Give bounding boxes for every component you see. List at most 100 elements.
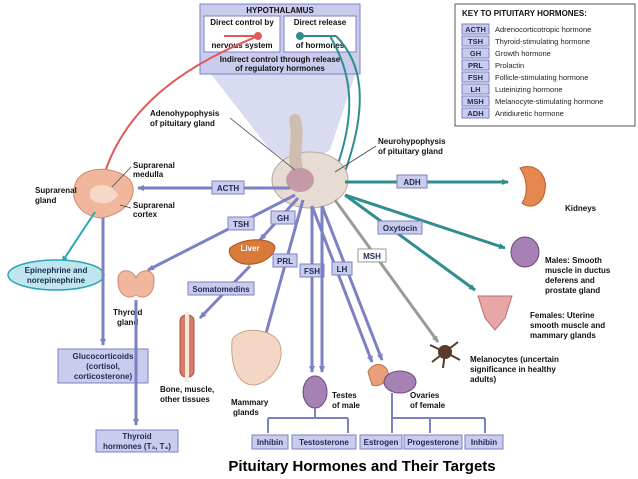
msh-tag (357, 248, 387, 263)
suprarenal-cortex-label-2: cortex (133, 210, 158, 219)
fsh-tag (299, 263, 325, 278)
hypothalamus-funnel (200, 60, 360, 170)
inhibin-female-text: Inhibin (471, 438, 497, 447)
key-abbr-box (461, 23, 490, 35)
adenohypophysis-label-1: Adenohypophysis (150, 109, 220, 118)
gh-tag-text: GH (277, 214, 289, 223)
direct-control-box (203, 15, 281, 53)
key-abbr-box (461, 59, 490, 71)
progesterone-box (403, 434, 463, 450)
females-label-3: mammary glands (530, 331, 596, 340)
melanocytes-label-2: significance in healthy (470, 365, 556, 374)
key-abbr-box (461, 71, 490, 83)
mammary-shape (231, 329, 282, 386)
prl-tag (272, 253, 298, 268)
uterine-tube-shape (367, 364, 389, 387)
fsh-tag-text: FSH (304, 267, 320, 276)
males-label-1: Males: Smooth (545, 256, 602, 265)
thyroid-hormones-box (95, 429, 179, 453)
males-label-3: deferens and (545, 276, 595, 285)
adh-tag (396, 174, 428, 189)
direct-control-text-2: nervous system (212, 41, 273, 50)
kidney-shape (519, 166, 546, 207)
gluco-label-1: Glucocorticoids (73, 352, 134, 361)
direct-release-text-1: Direct release (294, 18, 347, 27)
melanocytes-label-3: adults) (470, 375, 497, 384)
mammary-label-1: Mammary (231, 398, 269, 407)
bone-muscle-icon (179, 312, 195, 382)
thyroid-label-1: Thyroid (113, 308, 142, 317)
adenohypophysis-core (286, 168, 314, 192)
estrogen-box (359, 434, 403, 450)
neuro-leader (334, 145, 377, 173)
liver-label: Liver (240, 244, 259, 253)
key-abbr-box (461, 35, 490, 47)
key-abbr: ADH (467, 109, 483, 118)
ovaries-label-1: Ovaries (410, 391, 440, 400)
key-definition: Thyroid-stimulating hormone (495, 37, 590, 46)
females-label-1: Females: Uterine (530, 311, 595, 320)
key-abbr-box (461, 95, 490, 107)
infundibulum (289, 114, 306, 181)
neurohypophysis-label-2: of pituitary gland (378, 147, 443, 156)
diagram-caption: Pituitary Hormones and Their Targets (228, 458, 495, 475)
inhibin-male-box (251, 434, 289, 450)
testes-label-1: Testes (332, 391, 357, 400)
mammary-label-2: glands (233, 408, 259, 417)
testosterone-box (291, 434, 357, 450)
melanocyte-icon (429, 341, 461, 369)
uterus-shape (477, 295, 513, 331)
gh-tag (270, 210, 296, 225)
teal-tract-1 (335, 35, 361, 181)
thyroid-label-2: gland (117, 318, 138, 327)
ovaries-label-2: of female (410, 401, 446, 410)
epinephrine-bubble (7, 259, 105, 291)
gluco-label-2: (cortisol, (86, 362, 120, 371)
thyroid-hormones-label-1: Thyroid (122, 432, 151, 441)
key-abbr: FSH (468, 73, 483, 82)
females-label-2: smooth muscle and (530, 321, 605, 330)
testes-shape (302, 375, 328, 409)
epinephrine-label-2: norepinephrine (27, 276, 86, 285)
key-abbr: GH (470, 49, 481, 58)
lh-arrow-ovaries (320, 205, 384, 361)
indirect-text-1: Indirect control through release (220, 55, 341, 64)
key-title: KEY TO PITUITARY HORMONES: (462, 9, 587, 18)
acth-tag (211, 180, 245, 195)
liver-shape (228, 239, 276, 265)
cortex-leader (119, 204, 132, 209)
progesterone-text: Progesterone (407, 438, 459, 447)
key-abbr-box (461, 47, 490, 59)
key-definition: Melanocyte-stimulating hormone (495, 97, 603, 106)
adh-tag-text: ADH (403, 178, 421, 187)
suprarenal-medulla-label-2: medulla (133, 170, 164, 179)
glucocorticoids-box (57, 348, 149, 384)
melanocytes-label-1: Melanocytes (uncertain (470, 355, 559, 364)
hypothalamus-title: HYPOTHALAMUS (246, 6, 314, 15)
gluco-label-3: corticosterone) (74, 372, 133, 381)
suprarenal-gland-label-1: Suprarenal (35, 186, 77, 195)
lh-tag (331, 261, 353, 276)
key-definition: Prolactin (495, 61, 524, 70)
key-abbr-box (461, 83, 490, 95)
somatomedins-tag (187, 281, 255, 296)
prl-tag-text: PRL (277, 257, 293, 266)
direct-release-text-2: of hormones (296, 41, 345, 50)
oxytocin-tag (377, 220, 423, 235)
testes-label-2: of male (332, 401, 361, 410)
key-definition: Growth hormone (495, 49, 551, 58)
medulla-leader (111, 166, 132, 188)
testosterone-text: Testosterone (299, 438, 349, 447)
teal-tract-2 (329, 35, 351, 181)
somatomedins-tag-text: Somatomedins (192, 285, 250, 294)
prostate-shape (510, 236, 540, 268)
direct-control-text-1: Direct control by (210, 18, 274, 27)
bone-label-1: Bone, muscle, (160, 385, 214, 394)
thyroid-hormones-label-2: hormones (T₃, T₄) (103, 442, 171, 451)
oxytocin-tag-text: Oxytocin (383, 224, 417, 233)
key-definition: Antidiuretic hormone (495, 109, 564, 118)
suprarenal-cortex-label-1: Suprarenal (133, 201, 175, 210)
key-abbr: PRL (468, 61, 483, 70)
estrogen-text: Estrogen (364, 438, 399, 447)
